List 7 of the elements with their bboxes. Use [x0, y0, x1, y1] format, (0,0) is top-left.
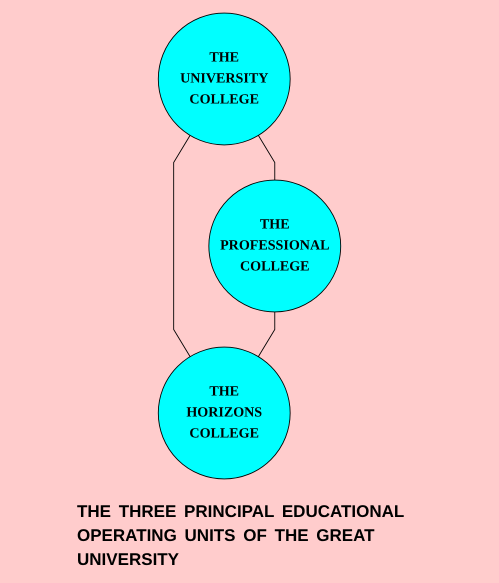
node-circle: THE UNIVERSITY COLLEGE	[158, 12, 291, 146]
connector-line	[173, 134, 191, 358]
node-circle: THE PROFESSIONAL COLLEGE	[208, 180, 342, 312]
caption-text: THE THREE PRINCIPAL EDUCATIONAL OPERATING UNITS OF THE GREAT UNIVERSITY	[77, 501, 405, 571]
connector-line	[258, 134, 276, 180]
node-circle: THE HORIZONS COLLEGE	[158, 346, 291, 480]
connector-line	[258, 312, 276, 358]
